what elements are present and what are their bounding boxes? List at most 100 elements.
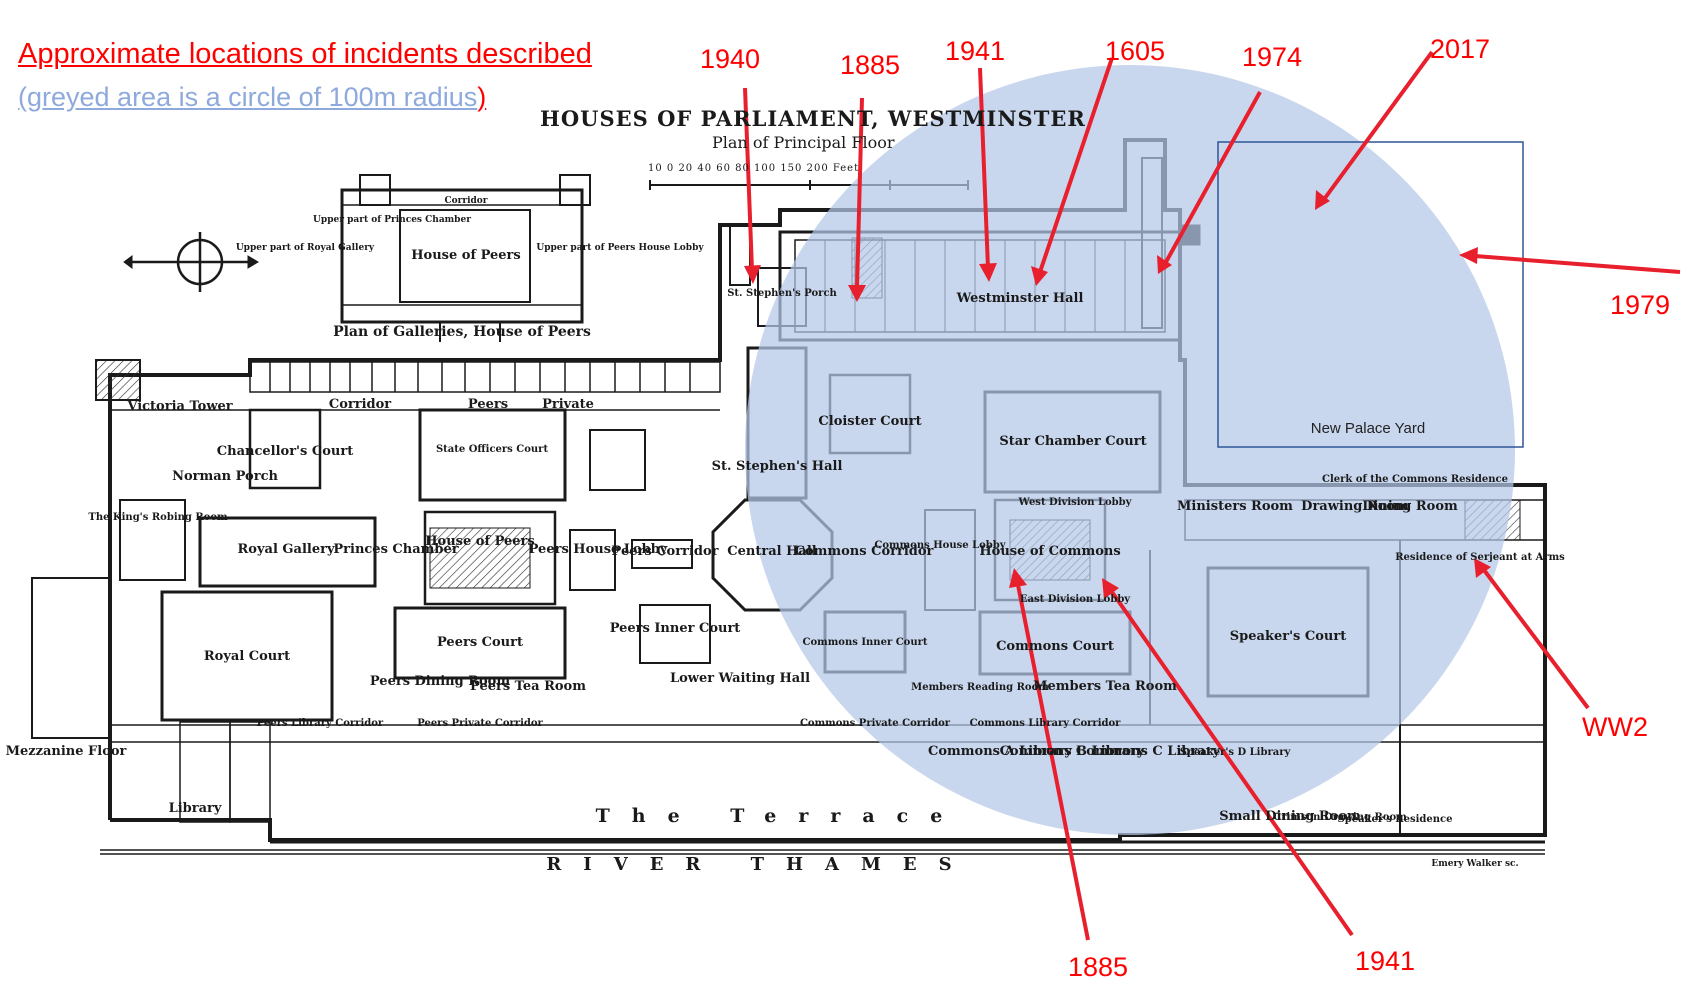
room-label: Residence of Serjeant at Arms (1395, 552, 1565, 563)
room-label: Corridor (329, 397, 391, 412)
inset-room-label: House of Peers (411, 248, 520, 263)
room-label: Cloister Court (818, 414, 921, 429)
arrow-1941-top (978, 67, 990, 269)
room-label: Speaker's Court (1230, 629, 1346, 644)
year-label-1605: 1605 (1105, 36, 1166, 66)
arrowhead-1940 (744, 265, 761, 284)
room-label: Princes Chamber (333, 542, 458, 557)
arrow-2017 (1323, 50, 1434, 200)
arrowhead-1941-bottom (1102, 578, 1119, 599)
year-label-2017: 2017 (1430, 34, 1491, 64)
room-label: Dining Room (1362, 499, 1458, 514)
arrowhead-1974 (1157, 255, 1172, 274)
inset-room-label: Corridor (444, 196, 487, 206)
room-label: Commons Court (996, 639, 1114, 654)
room-label: Members Reading Room (911, 682, 1049, 693)
legend-subtitle-close: ) (477, 82, 487, 112)
room-label: Mezzanine Floor (6, 744, 127, 759)
compass-icon (123, 232, 259, 292)
room-label: Peers Corridor (612, 544, 719, 559)
room-label: Westminster Hall (956, 291, 1084, 306)
arrow-1885-bottom (1016, 584, 1090, 941)
room-label: Speaker's D Library (1180, 747, 1292, 758)
room-label: Peers Private Corridor (417, 718, 543, 729)
room-label: Commons A Library (928, 744, 1072, 759)
new-palace-yard-box (1217, 141, 1524, 448)
room-label: House of Commons (979, 544, 1120, 559)
room-label: Peers House Lobby (529, 542, 668, 557)
room-label: Commons C Library (1076, 744, 1221, 759)
plan-label: The Terrace (596, 805, 965, 827)
room-label: Commons Corridor (795, 544, 934, 559)
room-label: Private (542, 397, 594, 412)
incident-arrows (743, 50, 1681, 941)
room-label: Peers Tea Room (470, 679, 586, 694)
year-label-1885-top: 1885 (840, 50, 901, 80)
plan-label: Emery Walker sc. (1431, 859, 1518, 869)
room-label: Library (169, 801, 222, 816)
room-label: Royal Court (204, 649, 290, 664)
room-label: St. Stephen's Hall (712, 459, 843, 474)
arrowhead-1885-top (848, 285, 866, 302)
room-label: Royal Gallery (238, 542, 335, 557)
year-label-1941-top: 1941 (945, 36, 1006, 66)
room-label: Central Hall (727, 544, 816, 559)
arrow-1605 (1038, 57, 1114, 273)
room-label: Peers Court (437, 635, 523, 650)
room-label: Peers Library Corridor (257, 718, 384, 729)
arrowhead-2017 (1315, 190, 1330, 210)
room-label: Star Chamber Court (999, 434, 1146, 449)
room-label: Clerk of the Commons Residence (1322, 474, 1508, 485)
year-label-ww2: WW2 (1582, 712, 1648, 742)
year-label-1974: 1974 (1242, 42, 1303, 72)
plan-label: Plan of Galleries, House of Peers (333, 324, 591, 340)
room-label: Crimson Drawing Room (1273, 812, 1407, 823)
new-palace-yard-label: New Palace Yard (1310, 420, 1426, 437)
arrowhead-ww2 (1474, 558, 1491, 578)
room-label: Small Dining Room (1219, 809, 1361, 824)
room-label: Drawing Room (1301, 499, 1409, 514)
inset-plan (340, 174, 591, 342)
arrow-1941-bottom (1110, 590, 1354, 937)
arrow-1885-top (855, 97, 864, 289)
room-label: Commons Inner Court (803, 637, 928, 648)
scale-label: 10 0 20 40 60 80 100 150 200 Feet (648, 163, 860, 174)
legend-subtitle-text: (greyed area is a circle of 100m radius (18, 82, 478, 112)
room-label: Commons Private Corridor (800, 718, 951, 729)
year-label-1979: 1979 (1610, 290, 1671, 320)
room-label: State Officers Court (436, 444, 549, 455)
arrowhead-1605 (1031, 266, 1048, 286)
arrowhead-1941-top (979, 263, 997, 282)
arrow-ww2 (1482, 568, 1590, 710)
inset-room-label: Upper part of Peers House Lobby (536, 243, 704, 253)
room-label: Peers Dining Room (370, 674, 510, 689)
room-label: St. Stephen's Porch (727, 288, 837, 299)
arrowhead-1885-bottom (1009, 568, 1027, 588)
arrow-1974 (1164, 91, 1262, 263)
terrace (100, 840, 1545, 855)
map-subtitle: Plan of Principal Floor (712, 133, 895, 152)
room-label: Members Tea Room (1033, 679, 1177, 694)
room-label: Commons B Library (1000, 744, 1145, 759)
inset-room-label: Upper part of Royal Gallery (236, 243, 375, 253)
room-label: Speaker's Residence (1338, 814, 1453, 825)
room-label: Peers (468, 397, 508, 412)
year-label-1940: 1940 (700, 44, 761, 74)
plan-label: RIVER THAMES (546, 854, 973, 875)
room-label: East Division Lobby (1020, 594, 1131, 605)
room-label: Ministers Room (1177, 499, 1293, 514)
room-label: The King's Robing Room (88, 512, 228, 523)
radius-circle (745, 65, 1515, 835)
arrowhead-1979 (1459, 247, 1478, 264)
room-label: Chancellor's Court (217, 444, 353, 459)
room-label: Lower Waiting Hall (670, 671, 810, 686)
top-room-strip (110, 361, 721, 411)
map-title: HOUSES OF PARLIAMENT, WESTMINSTER (540, 106, 1086, 131)
room-label: House of Peers (425, 534, 534, 549)
arrow-1979 (1474, 254, 1681, 274)
room-label: Peers Inner Court (610, 621, 741, 636)
room-label: Commons Library Corridor (970, 718, 1122, 729)
